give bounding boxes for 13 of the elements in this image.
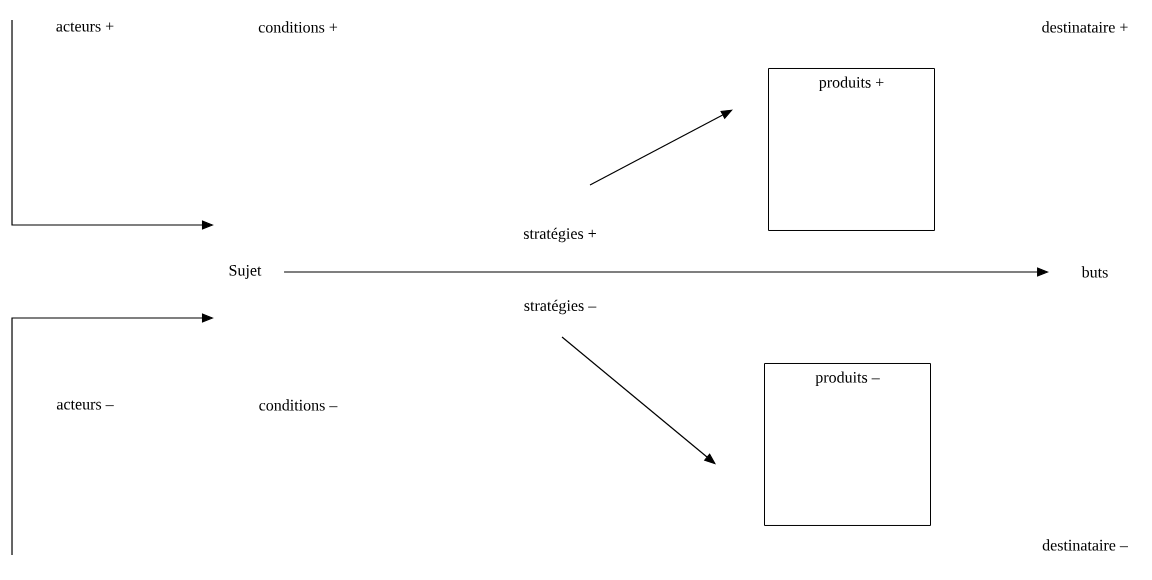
node-label: conditions – [259, 399, 338, 411]
product-box: produits – [764, 363, 931, 526]
node-label: destinataire + [1042, 21, 1128, 33]
node-label: buts [1081, 266, 1108, 278]
node-label: Sujet [229, 265, 262, 279]
strategy-label: stratégies + [523, 227, 596, 243]
product-box: produits + [768, 68, 935, 231]
node-label: conditions + [258, 21, 338, 33]
arrow [589, 109, 733, 186]
strategy-label: stratégies – [524, 299, 597, 315]
node-label: acteurs – [56, 400, 114, 410]
node-label: destinataire – [1042, 539, 1128, 551]
node-label: acteurs + [56, 22, 114, 32]
